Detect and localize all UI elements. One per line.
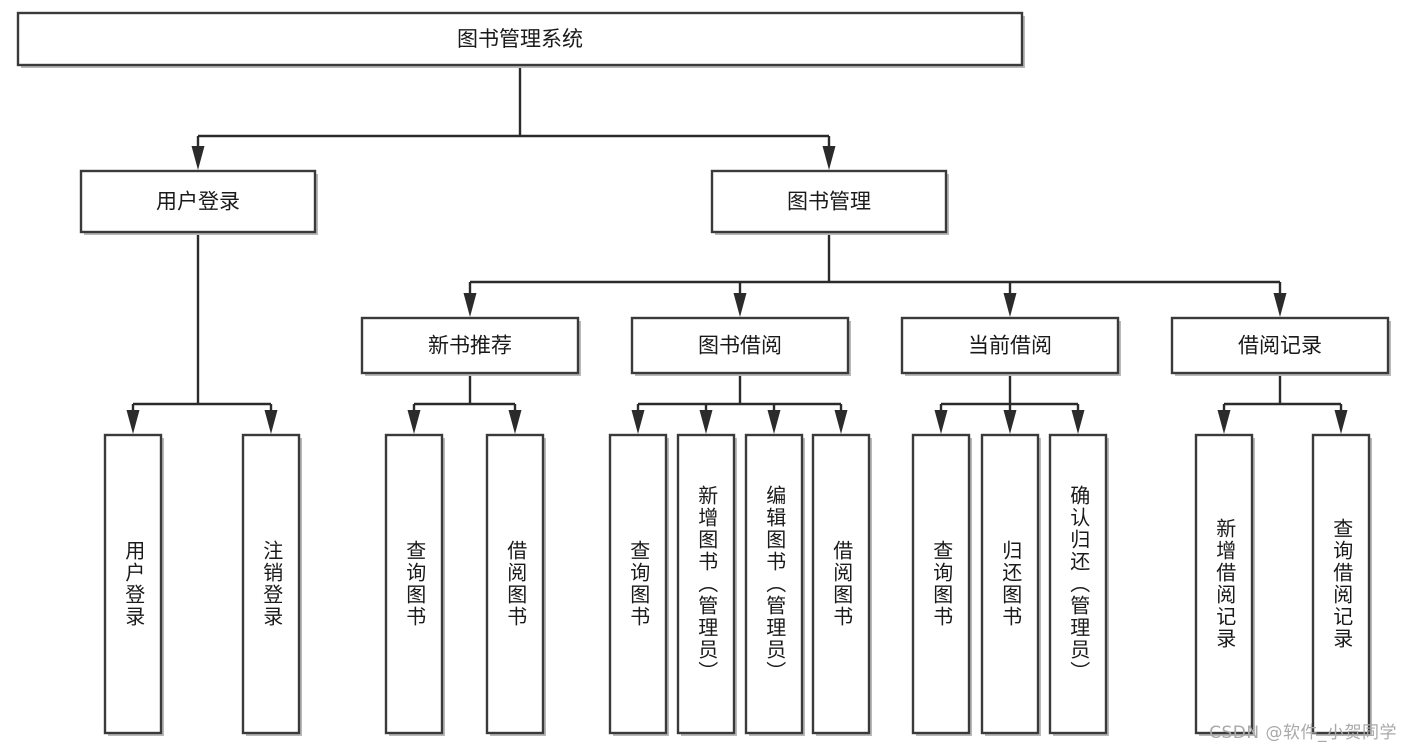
- node-label: 图书管理系统: [457, 27, 583, 51]
- connector-new-book-rec: [407, 373, 522, 434]
- node-leaf-query-book-2[interactable]: [608, 433, 669, 736]
- node-leaf-query-record[interactable]: [1311, 433, 1372, 736]
- node-label: 新书推荐: [428, 334, 512, 358]
- connector-layer: [126, 65, 1348, 434]
- node-leaf-return-book[interactable]: [980, 433, 1041, 736]
- node-leaf-user-login[interactable]: [103, 433, 164, 736]
- node-user-login[interactable]: 用户登录: [79, 169, 318, 235]
- node-leaf-borrow-book-1[interactable]: [485, 433, 546, 736]
- watermark-text: CSDN @软件_小贺同学: [1209, 723, 1397, 743]
- connector-borrow-record: [1217, 373, 1348, 434]
- node-leaf-borrow-book-2[interactable]: [811, 433, 872, 736]
- node-leaf-add-book[interactable]: [676, 433, 737, 736]
- node-label: 用户登录: [156, 190, 240, 214]
- node-label: 图书管理: [787, 190, 871, 214]
- node-new-book-rec[interactable]: 新书推荐: [360, 316, 581, 376]
- node-label: 当前借阅: [968, 334, 1052, 358]
- node-book-borrow[interactable]: 图书借阅: [630, 316, 851, 376]
- connector-current-borrow: [934, 373, 1085, 434]
- node-current-borrow[interactable]: 当前借阅: [900, 316, 1121, 376]
- node-leaf-edit-book[interactable]: [744, 433, 805, 736]
- node-leaf-add-record[interactable]: [1194, 433, 1255, 736]
- node-label: 借阅记录: [1238, 334, 1322, 358]
- connector-root: [191, 65, 836, 170]
- connector-user-login: [126, 232, 278, 434]
- node-leaf-confirm-return[interactable]: [1048, 433, 1109, 736]
- node-label: 图书借阅: [698, 334, 782, 358]
- connector-book-mgmt: [463, 232, 1287, 317]
- node-book-mgmt[interactable]: 图书管理: [710, 169, 949, 235]
- node-leaf-query-book-1[interactable]: [384, 433, 445, 736]
- node-root[interactable]: 图书管理系统: [16, 11, 1025, 68]
- connector-book-borrow: [631, 373, 848, 434]
- node-leaf-query-book-3[interactable]: [911, 433, 972, 736]
- node-leaf-user-logout[interactable]: [241, 433, 302, 736]
- node-borrow-record[interactable]: 借阅记录: [1170, 316, 1391, 376]
